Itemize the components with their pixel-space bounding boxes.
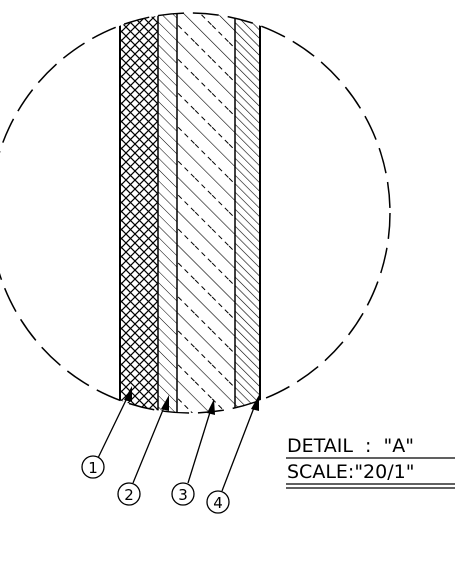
detail-title: DETAIL : "A" [287,435,414,457]
wall-section-layers [119,13,261,413]
detail-title-block: DETAIL : "A" SCALE:"20/1" [286,435,455,489]
leader-line-1 [97,386,132,459]
detail-boundary-circle [0,12,391,414]
layer-2-fine-hatch [158,13,177,413]
callout-label-4: 4 [213,494,223,512]
layer-4-dense-hatch [235,13,260,413]
layer-1-crosshatch [120,13,158,413]
detail-scale: SCALE:"20/1" [287,461,414,483]
layer-3-dashed-hatch [177,13,235,413]
callout-balloon-1: 1 [81,455,105,479]
leader-line-4 [221,395,259,492]
callout-balloon-2: 2 [117,482,141,506]
callout-balloon-4: 4 [206,490,230,514]
callout-label-2: 2 [124,486,134,504]
callout-label-1: 1 [88,459,98,477]
leader-line-2 [132,395,169,484]
callout-balloon-3: 3 [171,482,195,506]
leader-line-3 [187,399,215,484]
callout-label-3: 3 [178,486,188,504]
